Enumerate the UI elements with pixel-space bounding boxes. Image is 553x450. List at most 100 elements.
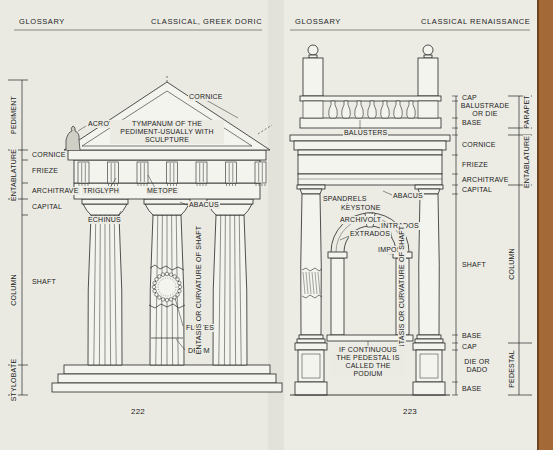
ink-rect — [297, 339, 325, 343]
ink-line — [82, 184, 83, 186]
ink-line — [147, 184, 148, 186]
ink-path — [300, 189, 322, 194]
ink-path — [342, 101, 351, 118]
ink-rect — [424, 55, 432, 58]
vertical-part-label: PARAPET — [523, 94, 531, 130]
ink-line — [229, 163, 230, 182]
ink-path — [145, 204, 189, 215]
page-header: GLOSSARY — [18, 18, 66, 27]
ink-line — [197, 184, 198, 186]
ink-line — [151, 338, 183, 339]
ink-line — [79, 184, 80, 186]
part-label: EXTRADOS — [349, 230, 391, 238]
ink-line — [239, 215, 241, 365]
ink-line — [85, 184, 86, 186]
vertical-part-label: PEDESTAL — [508, 349, 516, 389]
ink-circle — [153, 281, 157, 285]
ink-line — [452, 343, 458, 344]
ink-path — [149, 304, 185, 308]
ink-line — [230, 215, 231, 365]
ink-circle — [169, 298, 173, 302]
page-header: CLASSICAL RENAISSANCE — [420, 18, 531, 27]
part-label: CAP — [461, 343, 478, 351]
part-label: BALUSTRADE OR DIE — [459, 102, 511, 118]
ink-circle — [308, 45, 318, 55]
ink-line — [306, 272, 308, 294]
ink-circle — [152, 285, 156, 289]
ink-line — [508, 343, 532, 344]
ink-rect — [418, 101, 438, 118]
ink-line — [452, 350, 458, 351]
ink-line — [452, 335, 458, 336]
ink-rect — [298, 174, 442, 185]
part-label: TRIGLYPH — [82, 187, 120, 195]
ink-circle — [178, 289, 182, 293]
ink-rect — [64, 365, 270, 374]
ink-rect — [297, 185, 325, 189]
part-label: IF CONTINUOUS THE PEDESTAL IS CALLED THE… — [330, 346, 406, 378]
ink-path — [301, 194, 322, 335]
ink-line — [315, 272, 317, 294]
ink-path — [407, 101, 416, 118]
ink-line — [452, 96, 458, 97]
part-label: ARCHIVOLT — [339, 216, 382, 224]
ink-circle — [176, 278, 180, 282]
ink-line — [262, 163, 263, 182]
ink-rect — [74, 160, 260, 183]
ink-line — [114, 215, 116, 365]
ink-path — [394, 101, 403, 118]
ink-path — [419, 194, 440, 335]
ink-rect — [68, 150, 266, 160]
part-label: BASE — [461, 385, 482, 393]
part-label: ABACUS — [188, 201, 220, 209]
part-label: SHAFT — [31, 278, 57, 286]
ink-line — [114, 184, 115, 186]
ink-circle — [158, 296, 162, 300]
ink-line — [81, 163, 82, 182]
ink-rect — [420, 354, 438, 378]
ink-line — [167, 184, 168, 186]
part-label: TYMPANUM OF THE PEDIMENT-USUALLY WITH SC… — [110, 120, 224, 144]
ink-rect — [74, 183, 260, 199]
ink-line — [170, 163, 171, 182]
ink-circle — [173, 275, 177, 279]
ink-rect — [417, 335, 441, 339]
ink-rect — [303, 101, 323, 118]
ink-circle — [178, 285, 182, 289]
ink-rect — [144, 199, 190, 204]
ink-line — [452, 155, 458, 156]
part-label: BASE — [461, 332, 482, 340]
ink-path — [82, 91, 252, 146]
page-number: 223 — [402, 407, 418, 416]
part-label: CORNICE — [31, 151, 67, 159]
ink-circle — [161, 273, 165, 277]
vertical-part-label: COLUMN — [508, 247, 516, 281]
ink-line — [175, 298, 183, 326]
ink-line — [99, 215, 101, 365]
ink-rect — [300, 118, 441, 128]
ink-line — [94, 215, 96, 365]
ink-rect — [415, 185, 443, 189]
ink-circle — [158, 278, 176, 296]
ink-line — [519, 96, 520, 395]
vertical-part-label: ENTABLATURE — [523, 135, 531, 189]
ink-path — [213, 215, 247, 365]
ink-rect — [226, 162, 237, 183]
vertical-part-label: ENTASIS OR CURVATURE OF SHAFT — [398, 225, 406, 356]
ink-line — [206, 100, 238, 118]
ink-line — [176, 339, 185, 350]
vertical-part-label: COLUMN — [10, 273, 18, 307]
ink-line — [309, 272, 311, 294]
ink-line — [383, 191, 392, 195]
part-label: CAP — [461, 94, 478, 102]
ink-path — [88, 215, 122, 365]
ink-path — [66, 126, 80, 150]
ink-line — [256, 184, 257, 186]
ink-rect — [416, 350, 442, 382]
ink-path — [355, 101, 364, 118]
ink-rect — [298, 350, 324, 382]
ink-rect — [137, 162, 148, 183]
page-number: 222 — [130, 407, 146, 416]
